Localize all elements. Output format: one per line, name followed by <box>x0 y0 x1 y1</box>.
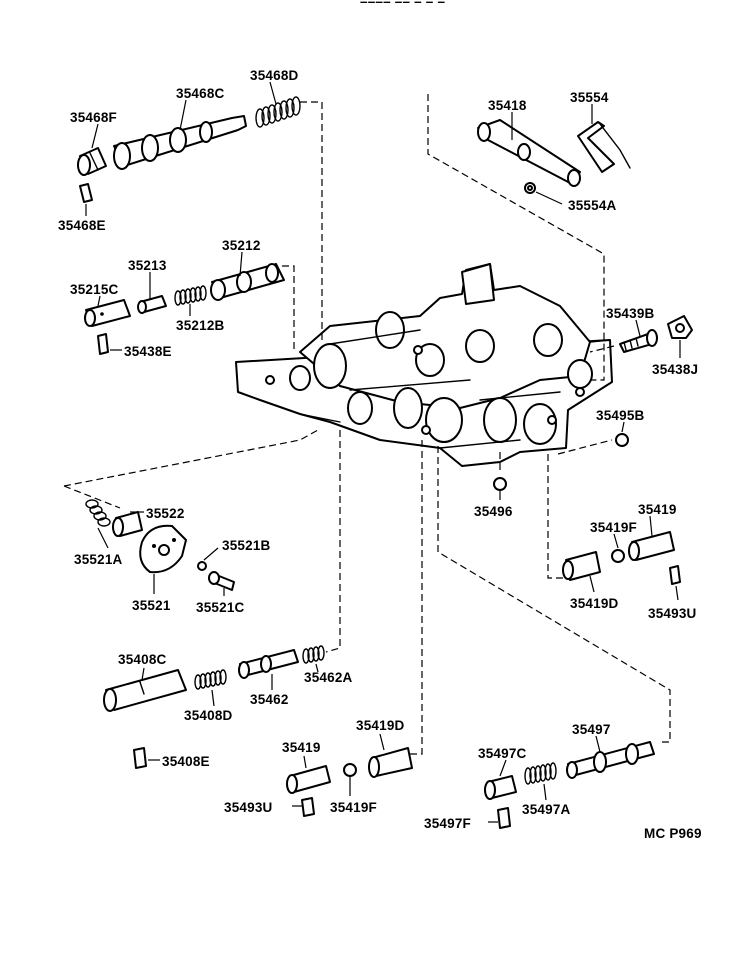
label-35497C: 35497C <box>478 746 527 761</box>
accumulator-35521-group <box>85 499 235 591</box>
spring-35212B <box>174 285 207 306</box>
assembly-dashed-lines <box>63 94 671 755</box>
label-35419-center: 35419 <box>282 740 321 755</box>
label-35497A: 35497A <box>522 802 571 817</box>
part-labels: 35468F 35468C 35468D 35468E 35212 35213 … <box>58 68 702 841</box>
label-35419-right: 35419 <box>638 502 677 517</box>
valve-35212-group <box>84 263 285 355</box>
label-35419F-center: 35419F <box>330 800 377 815</box>
label-35468E: 35468E <box>58 218 106 233</box>
label-35408C: 35408C <box>118 652 167 667</box>
spring-35521A <box>85 499 111 527</box>
label-35408D: 35408D <box>184 708 233 723</box>
label-35439B: 35439B <box>606 306 655 321</box>
right-side-parts <box>493 315 693 491</box>
valve-body <box>235 263 613 467</box>
detent-35418-group <box>477 119 631 194</box>
label-35408E: 35408E <box>162 754 210 769</box>
label-35462: 35462 <box>250 692 289 707</box>
valve-35408-group <box>103 645 325 769</box>
label-35438J: 35438J <box>652 362 698 377</box>
label-35493U-center: 35493U <box>224 800 273 815</box>
label-35522: 35522 <box>146 506 185 521</box>
valve-35419-center-group <box>286 747 413 817</box>
label-35213: 35213 <box>128 258 167 273</box>
label-35496: 35496 <box>474 504 513 519</box>
spring-35462A <box>302 645 325 664</box>
label-35468D: 35468D <box>250 68 299 83</box>
spring-35408D <box>194 669 227 690</box>
leader-lines <box>85 81 681 823</box>
label-35419D-right: 35419D <box>570 596 619 611</box>
spring-35468D <box>255 96 301 128</box>
label-35212B: 35212B <box>176 318 225 333</box>
header-fragment: –––– –– – – – <box>360 0 445 9</box>
valve-35497-group <box>484 741 655 829</box>
label-35419F-right: 35419F <box>590 520 637 535</box>
label-35212: 35212 <box>222 238 261 253</box>
label-35215C: 35215C <box>70 282 119 297</box>
label-35554: 35554 <box>570 90 609 105</box>
label-35462A: 35462A <box>304 670 353 685</box>
label-35521B: 35521B <box>222 538 271 553</box>
label-35497F: 35497F <box>424 816 471 831</box>
label-35554A: 35554A <box>568 198 617 213</box>
label-35419D-center: 35419D <box>356 718 405 733</box>
label-35521A: 35521A <box>74 552 123 567</box>
spool-35468-group <box>77 96 301 203</box>
drawing-code: MC P969 <box>644 826 702 841</box>
label-35493U-right: 35493U <box>648 606 697 621</box>
spring-35497A <box>524 762 557 785</box>
label-35438E: 35438E <box>124 344 172 359</box>
label-35495B: 35495B <box>596 408 645 423</box>
label-35418: 35418 <box>488 98 527 113</box>
label-35468F: 35468F <box>70 110 117 125</box>
label-35497: 35497 <box>572 722 611 737</box>
valve-35419-right-group <box>562 531 681 585</box>
label-35468C: 35468C <box>176 86 225 101</box>
label-35521: 35521 <box>132 598 171 613</box>
label-35521C: 35521C <box>196 600 245 615</box>
